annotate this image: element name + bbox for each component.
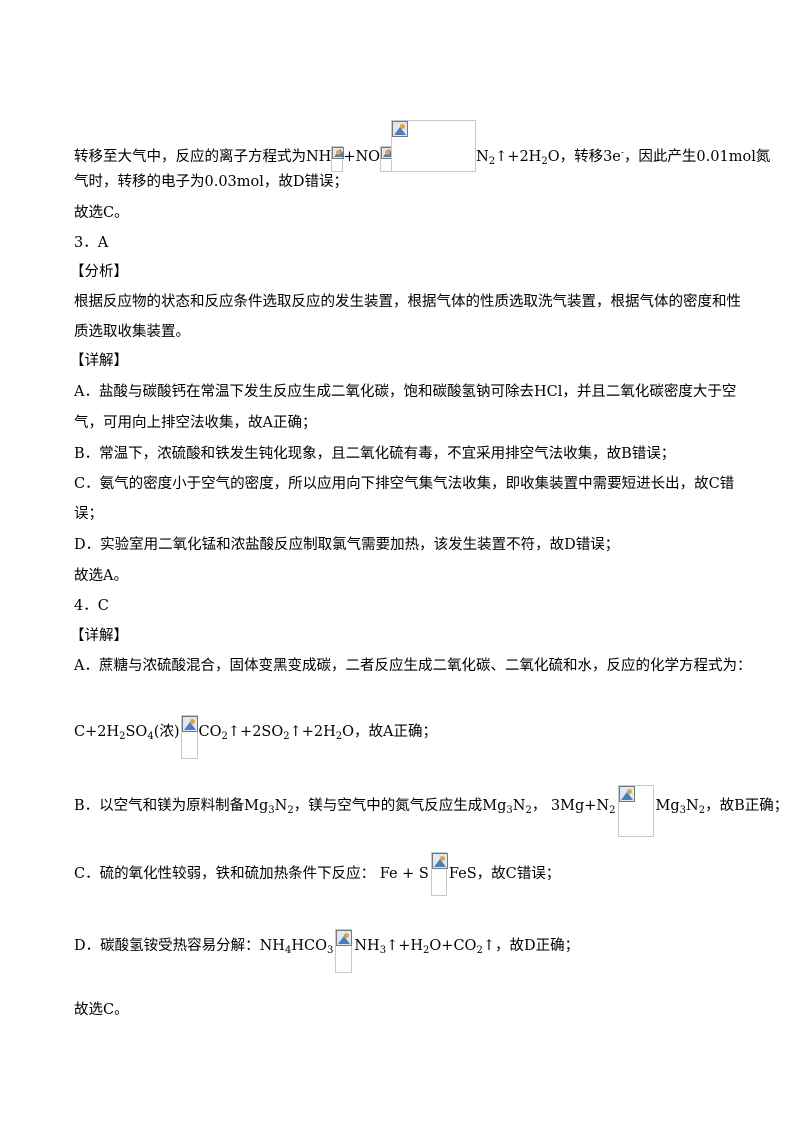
p1-line: 转移至大气中，反应的离子方程式为NH +NO N2↑+2H2O，转移3e-，因此产生… (74, 120, 770, 172)
equation-image (331, 146, 345, 172)
q3-detail-heading: 【详解】 (70, 353, 128, 369)
broken-image-icon (336, 930, 353, 946)
equation-image (391, 120, 477, 172)
q4-option-b: B．以空气和镁为原料制备Mg3N2，镁与空气中的氮气反应生成Mg3N2， 3Mg… (74, 780, 788, 837)
q3-conclusion: 故选A。 (74, 568, 128, 584)
q4-option-a-equation: C+2H2SO4(浓)CO2↑+2SO2↑+2H2O，故A正确； (74, 710, 437, 759)
broken-image-icon (618, 786, 635, 802)
q3-analysis-heading: 【分析】 (70, 264, 128, 280)
p1-text-b: +NO (343, 149, 381, 165)
q3-option-b: B．常温下，浓硫酸和铁发生钝化现象，且二氧化硫有毒，不宜采用排空气法收集，故B错… (74, 446, 676, 462)
q4-option-a-line-1: A．蔗糖与浓硫酸混合，固体变黑变成碳，二者反应生成二氧化碳、二氧化硫和水，反应的… (74, 658, 752, 674)
equation-image (617, 785, 654, 837)
p3-line: 故选C。 (74, 205, 129, 221)
equation-image (180, 715, 198, 759)
broken-image-icon (392, 121, 409, 137)
q4-number: 4．C (74, 598, 109, 614)
p1-text-a: 转移至大气中，反应的离子方程式为NH (74, 149, 332, 165)
q4-detail-heading: 【详解】 (70, 628, 128, 644)
q3-number: 3．A (74, 235, 109, 251)
equation-image (335, 929, 353, 973)
q3-option-c-line-1: C．氨气的密度小于空气的密度，所以应用向下排空气集气法收集，即收集装置中需要短进… (74, 476, 735, 492)
q3-option-d: D．实验室用二氧化锰和浓盐酸反应制取氯气需要加热，该发生装置不符，故D错误； (74, 537, 620, 553)
q3-analysis-line-2: 质选取收集装置。 (74, 324, 190, 340)
q3-option-a-line-2: 气，可用向上排空法收集，故A正确； (74, 415, 317, 431)
broken-image-icon (332, 147, 345, 159)
p2-line: 气时，转移的电子为0.03mol，故D错误； (74, 174, 349, 190)
p1-text-c: N2↑+2H2O，转移3e-，因此产生0.01mol氮 (476, 148, 771, 167)
q3-option-a-line-1: A．盐酸与碳酸钙在常温下发生反应生成二氧化碳，饱和碳酸氢钠可除去HCl，并且二氧… (74, 384, 737, 400)
q3-option-c-line-2: 误； (74, 506, 103, 522)
q4-conclusion: 故选C。 (74, 1002, 129, 1018)
broken-image-icon (431, 853, 448, 869)
q3-analysis-line-1: 根据反应物的状态和反应条件选取反应的发生装置，根据气体的性质选取洗气装置，根据气… (74, 294, 741, 310)
broken-image-icon (181, 716, 198, 732)
equation-image (430, 852, 448, 896)
